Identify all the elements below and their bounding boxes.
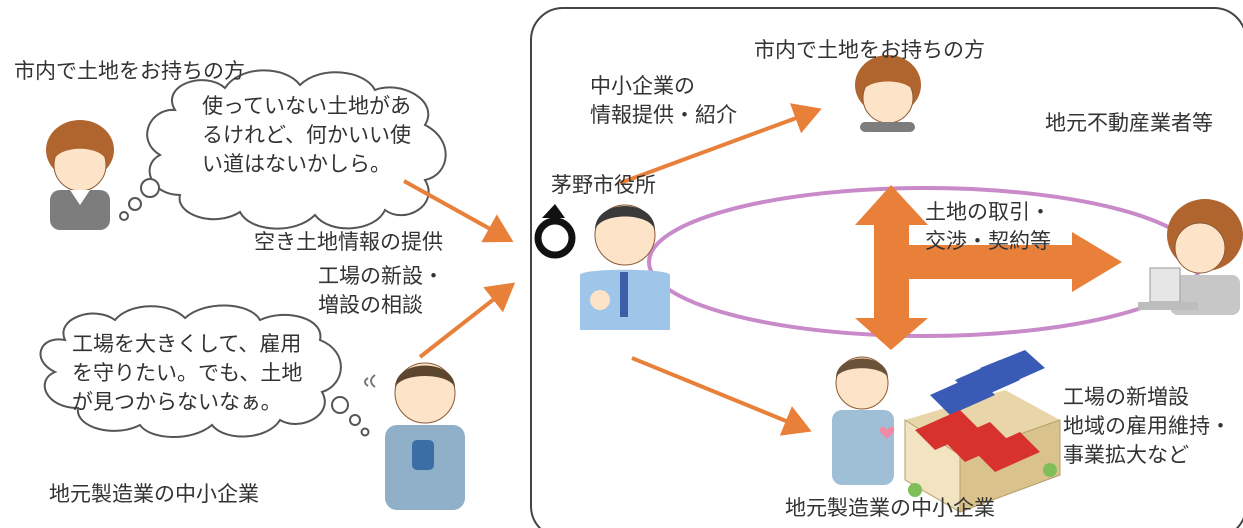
manufacturer-right-figure [832, 356, 895, 485]
company-intro-label: 中小企業の 情報提供・紹介 [590, 74, 737, 127]
factory-building-icon [904, 350, 1061, 513]
left-landowner-thought: 使っていない土地があ るけれど、何かいい使 い道はないかしら。 [202, 94, 411, 176]
transaction-label: 土地の取引・ 交渉・契約等 [925, 200, 1051, 253]
realestate-agent-figure [1138, 199, 1243, 315]
right-landowner-title: 市内で土地をお持ちの方 [754, 38, 985, 62]
landowner-thought-bubble [119, 69, 447, 230]
big-arrows [855, 185, 1122, 350]
left-manufacturer-thought: 工場を大きくして、雇用 を守りたい。でも、土地 が見つからないなぁ。 [72, 332, 303, 414]
benefits-label: 工場の新増設 地域の雇用維持・ 事業拡大など [1063, 385, 1231, 467]
left-manufacturer-title: 地元製造業の中小企業 [49, 482, 259, 506]
city-logo-icon [534, 204, 576, 259]
city-hall-official-figure [580, 204, 670, 330]
landowner-right-figure [855, 55, 921, 132]
right-panel-frame [530, 7, 1243, 528]
provide-land-info-label: 空き土地情報の提供 [254, 230, 443, 254]
thin-arrows [403, 103, 822, 436]
landowner-left-figure [46, 120, 114, 230]
city-hall-label: 茅野市役所 [551, 173, 656, 197]
realestate-title: 地元不動産業者等 [1045, 111, 1213, 135]
manufacturer-left-figure [364, 362, 465, 510]
left-landowner-title: 市内で土地をお持ちの方 [14, 59, 245, 83]
manufacturer-thought-bubble [39, 304, 370, 438]
factory-consult-label: 工場の新設・ 増設の相談 [318, 264, 444, 317]
right-manufacturer-title: 地元製造業の中小企業 [785, 496, 995, 520]
